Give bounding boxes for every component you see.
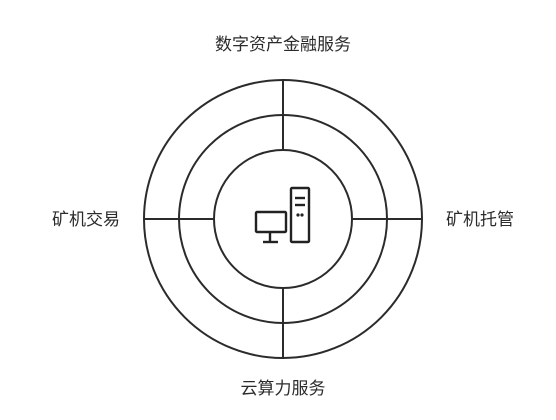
tower-light-icon	[300, 213, 304, 217]
inner-ring	[213, 149, 353, 289]
label-top: 数字资产金融服务	[215, 35, 351, 55]
computer-server-icon	[254, 186, 311, 244]
label-right: 矿机托管	[446, 210, 514, 230]
tower-light-icon	[296, 213, 300, 217]
label-left: 矿机交易	[52, 210, 120, 230]
tower-icon	[289, 186, 311, 244]
label-bottom: 云算力服务	[241, 379, 326, 399]
monitor-icon	[254, 210, 288, 234]
